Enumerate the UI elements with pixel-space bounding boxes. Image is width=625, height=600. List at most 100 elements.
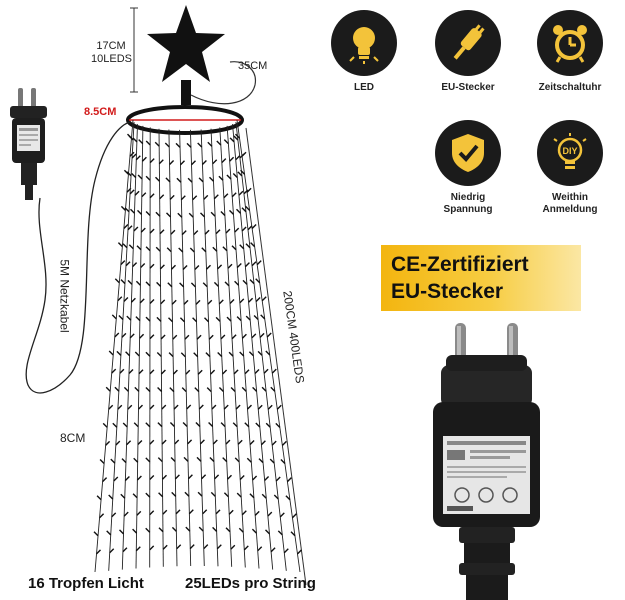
led-bulb xyxy=(270,547,276,553)
led-bulb xyxy=(167,282,173,288)
led-bulb xyxy=(241,510,247,516)
led-bulb xyxy=(105,386,111,392)
led-bulb xyxy=(130,297,136,303)
led-bulb xyxy=(233,135,239,141)
led-bulb xyxy=(217,264,223,270)
led-bulb xyxy=(111,368,117,374)
led-bulb xyxy=(218,387,224,392)
led-bulb xyxy=(241,333,247,339)
led-bulb xyxy=(234,280,240,286)
led-bulb xyxy=(238,527,244,533)
led-bulb xyxy=(197,369,203,375)
led-bulb xyxy=(248,297,254,303)
led-bulb xyxy=(131,153,137,159)
led-bulb xyxy=(161,439,167,445)
led-bulb xyxy=(171,491,177,497)
led-bulb xyxy=(251,224,257,229)
led-bulb xyxy=(239,351,245,357)
led-bulb xyxy=(246,457,252,463)
led-bulb xyxy=(206,264,211,270)
led-bulb xyxy=(125,351,131,357)
led-bulb xyxy=(122,547,128,553)
star-leds-label: 10LEDS xyxy=(91,53,132,65)
led-bulb xyxy=(236,492,242,498)
led-bulb xyxy=(212,159,218,165)
led-bulb xyxy=(159,264,165,270)
led-bulb xyxy=(125,261,131,267)
ring-diameter-label: 8.5CM xyxy=(84,106,117,118)
led-bulb xyxy=(228,351,234,357)
led-bulb xyxy=(235,404,241,410)
led-bulb xyxy=(250,242,256,248)
led-bulb xyxy=(132,137,138,143)
led-bulb xyxy=(220,422,226,428)
led-bulb xyxy=(157,457,163,463)
led-bulb xyxy=(222,369,228,375)
led-bulb xyxy=(183,299,189,305)
led-bulb xyxy=(149,158,155,164)
led-bulb xyxy=(165,177,171,183)
led-bulb xyxy=(138,369,144,375)
led-bulb xyxy=(204,317,209,323)
led-bulb xyxy=(245,243,251,249)
banner-line-2: EU-Stecker xyxy=(391,280,504,303)
led-bulb xyxy=(111,512,117,518)
led-bulb xyxy=(213,281,219,287)
led-bulb xyxy=(249,279,255,285)
led-bulb xyxy=(207,141,213,147)
led-bulb xyxy=(249,493,255,499)
led-bulb xyxy=(233,369,239,375)
led-bulb xyxy=(155,211,161,217)
led-bulb xyxy=(108,350,114,356)
led-bulb xyxy=(213,194,219,200)
led-bulb xyxy=(244,369,250,375)
led-bulb xyxy=(102,477,108,483)
led-bulb xyxy=(120,493,126,499)
led-bulb xyxy=(180,160,185,166)
led-bulb xyxy=(171,299,177,305)
led-bulb xyxy=(109,548,115,554)
led-bulb xyxy=(188,212,194,218)
light-strand xyxy=(200,129,219,567)
led-bulb xyxy=(234,227,240,233)
led-bulb xyxy=(245,315,251,321)
eu-plug xyxy=(433,323,540,600)
led-bulb xyxy=(110,458,116,464)
led-bulb xyxy=(96,549,101,555)
bulb-icon xyxy=(331,10,397,76)
led-bulb xyxy=(228,509,234,515)
led-bulb xyxy=(120,205,126,211)
led-bulb xyxy=(216,544,222,550)
feature-label: LED xyxy=(354,82,374,93)
led-bulb xyxy=(205,352,211,358)
led-bulb xyxy=(180,195,186,201)
led-bulb xyxy=(241,226,247,232)
led-bulb xyxy=(258,458,264,464)
spacing-label: 8CM xyxy=(60,431,86,445)
led-bulb xyxy=(234,457,240,463)
light-strand xyxy=(121,124,138,570)
shield-check-icon xyxy=(435,120,501,186)
led-bulb xyxy=(275,422,281,428)
feature-label: Zeitschaltuhr xyxy=(538,82,602,93)
led-bulb xyxy=(159,229,165,235)
power-cable xyxy=(25,121,131,394)
light-strand xyxy=(189,129,205,567)
led-bulb xyxy=(171,526,177,532)
led-bulb xyxy=(195,422,201,427)
led-bulb xyxy=(192,317,198,323)
led-bulb xyxy=(140,227,146,233)
led-bulb xyxy=(197,491,203,497)
led-bulb xyxy=(172,334,178,340)
led-bulb xyxy=(182,265,188,270)
led-bulb xyxy=(128,135,134,141)
led-bulb xyxy=(160,299,166,305)
led-bulb xyxy=(114,278,120,284)
light-strand xyxy=(236,119,301,573)
led-bulb xyxy=(237,171,243,177)
led-bulb xyxy=(135,280,141,286)
feature-installation: DIY Weithin Anmeldung xyxy=(528,120,612,216)
led-bulb xyxy=(138,404,143,410)
led-bulb xyxy=(290,531,296,537)
